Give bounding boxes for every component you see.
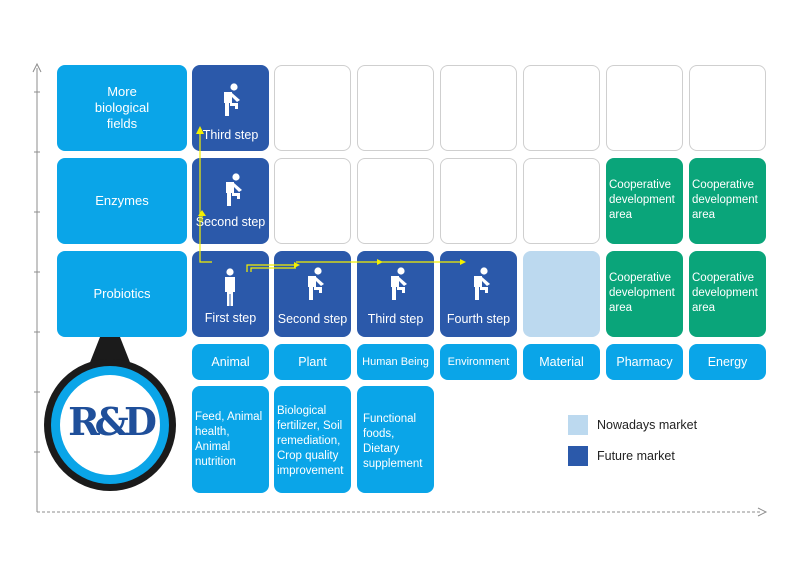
step-label-first: First step [204, 311, 257, 325]
cooperative-area-label: Cooperative development area [692, 272, 758, 314]
row-header-probiotics-label: Probiotics [93, 286, 151, 301]
legend-label-future: Future market [597, 449, 675, 463]
cell-more-plant [274, 65, 351, 151]
cooperative-area-label: Cooperative development area [609, 179, 675, 221]
cell-enzymes-plant [274, 158, 351, 244]
row-header-probiotics: Probiotics [57, 251, 187, 337]
cell-more-pharmacy [606, 65, 683, 151]
cell-more-animal: Third step [192, 65, 269, 151]
cooperative-area-label: Cooperative development area [609, 272, 675, 314]
cell-more-energy [689, 65, 766, 151]
climbing-person-icon [474, 267, 490, 300]
step-label-fourth-env: Fourth step [446, 312, 511, 326]
cell-probiotics-pharmacy: Cooperative development area [606, 251, 683, 337]
climbing-person-icon [308, 267, 324, 300]
row-header-more-fields: More biological fields [57, 65, 187, 151]
arrow-to-second-step-inner [250, 267, 296, 272]
climbing-person-icon [224, 83, 240, 116]
row-header-enzymes: Enzymes [57, 158, 187, 244]
cell-enzymes-material [523, 158, 600, 244]
description-animal: Feed, Animal health, Animal nutrition [192, 386, 269, 493]
cell-probiotics-material [523, 251, 600, 337]
y-axis-arrow [32, 62, 42, 73]
step-label-second: Second step [195, 215, 266, 229]
row-header-more-fields-label: More biological fields [94, 84, 150, 131]
description-human: Functional foods, Dietary supplement [357, 386, 434, 493]
category-environment: Environment [440, 344, 517, 380]
step-label-third-top: Third step [202, 128, 259, 142]
step-label-second-plant: Second step [277, 312, 348, 326]
step-label-third-human: Third step [367, 312, 424, 326]
category-animal: Animal [192, 344, 269, 380]
row-header-enzymes-label: Enzymes [95, 193, 149, 208]
cell-more-environment [440, 65, 517, 151]
climbing-person-icon [226, 173, 242, 206]
cell-more-material [523, 65, 600, 151]
rd-logo: R&D [68, 399, 157, 444]
description-plant-text: Biological fertilizer, Soil remediation,… [277, 405, 344, 477]
cell-probiotics-environment: Fourth step [440, 251, 517, 337]
cell-probiotics-plant: Second step [274, 251, 351, 337]
category-energy: Energy [689, 344, 766, 380]
cell-enzymes-human [357, 158, 434, 244]
cell-enzymes-pharmacy: Cooperative development area [606, 158, 683, 244]
cell-more-human [357, 65, 434, 151]
arrow-up-to-third [199, 132, 212, 263]
climbing-person-icon [391, 267, 407, 300]
category-human-being: Human Being [357, 344, 434, 380]
magnifier-lens [60, 375, 160, 475]
legend-label-nowadays: Nowadays market [597, 418, 698, 432]
category-pharmacy: Pharmacy [606, 344, 683, 380]
category-plant: Plant [274, 344, 351, 380]
y-ticks [34, 91, 40, 453]
description-animal-text: Feed, Animal health, Animal nutrition [195, 411, 263, 468]
cell-probiotics-human: Third step [357, 251, 434, 337]
cell-enzymes-animal: Second step [192, 158, 269, 244]
category-material: Material [523, 344, 600, 380]
cell-probiotics-energy: Cooperative development area [689, 251, 766, 337]
description-plant: Biological fertilizer, Soil remediation,… [274, 386, 351, 493]
arrow-to-second-step [246, 264, 296, 272]
description-human-text: Functional foods, Dietary supplement [363, 413, 423, 470]
cell-enzymes-energy: Cooperative development area [689, 158, 766, 244]
cell-enzymes-environment [440, 158, 517, 244]
legend-swatch-future [568, 446, 588, 466]
standing-person-icon [225, 268, 235, 306]
cooperative-area-label: Cooperative development area [692, 179, 758, 221]
x-axis-arrow [757, 507, 768, 517]
legend-swatch-nowadays [568, 415, 588, 435]
